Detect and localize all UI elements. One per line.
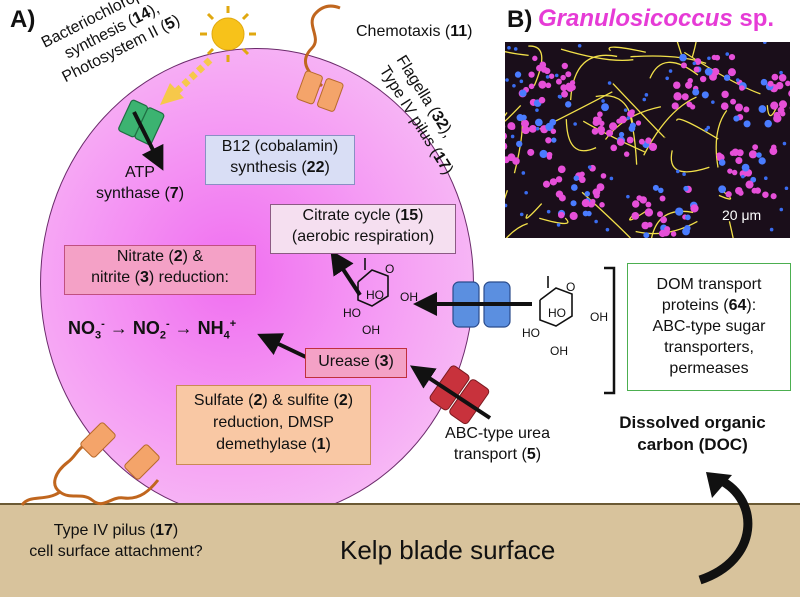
nitrate-box: Nitrate (2) & nitrite (3) reduction: [64,245,256,295]
sugar2-o: O [566,280,575,294]
sugar-oh2: OH [362,323,380,337]
b12-box: B12 (cobalamin) synthesis (22) [205,135,355,185]
nitrogen-equation: NO3- → NO2- → NH4+ [68,318,236,342]
panel-b-label: B) [507,6,532,34]
sugar2-oh2: OH [550,344,568,358]
urea-transporter-icon [429,364,491,425]
sugar-ho2: HO [343,306,361,320]
sugar2-ho2: HO [522,326,540,340]
urea-transport-label: ABC-type urea transport (5) [430,423,565,465]
urease-box: Urease (3) [305,348,407,378]
sugar-to-citrate-arrow [337,260,360,295]
atp-synthase-label: ATP synthase (7) [80,162,200,204]
sugar-ho1: HO [366,288,384,302]
pilus-attachment-label: Type IV pilus (17) cell surface attachme… [6,520,226,562]
sulfate-box: Sulfate (2) & sulfite (2) reduction, DMS… [176,385,371,465]
light-arrow [160,60,210,105]
sugar-o: O [385,262,394,276]
panel-a-label: A) [10,6,35,34]
chemotaxis-label: Chemotaxis (11) [356,22,473,42]
sugar2-ho1: HO [548,306,566,320]
pilus-bottom [22,422,160,505]
scale-bar-label: 20 μm [722,207,761,223]
sugar-oh1: OH [400,290,418,304]
sugar2-oh1: OH [590,310,608,324]
doc-label: Dissolved organic carbon (DOC) [600,412,785,456]
doc-curved-arrow [700,480,748,580]
dom-transport-box: DOM transport proteins (64): ABC-type su… [627,263,791,391]
citrate-box: Citrate cycle (15) (aerobic respiration) [270,204,456,254]
kelp-surface-label: Kelp blade surface [340,535,555,566]
urease-arrow [268,339,308,358]
organism-name: Granulosicoccus sp. [538,5,774,33]
dom-bracket [604,268,614,393]
flagellum-top [296,6,344,112]
